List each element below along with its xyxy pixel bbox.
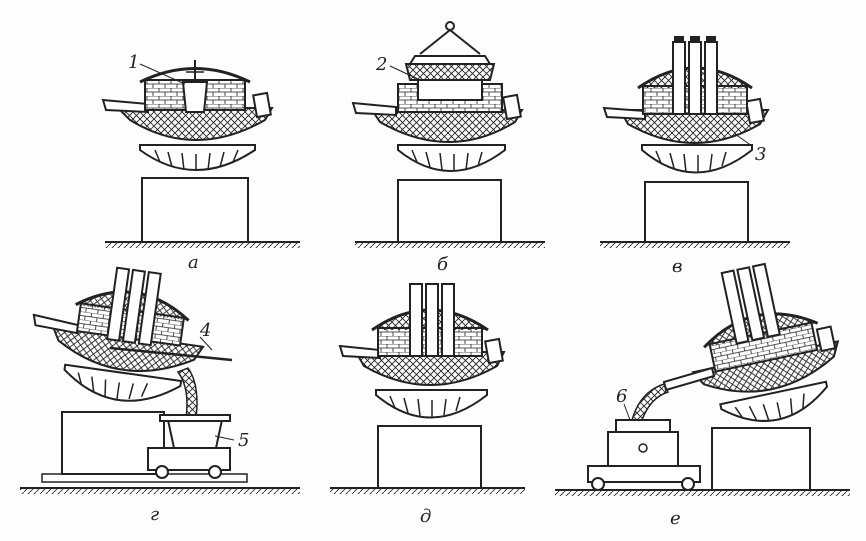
label-letter-a: а	[188, 252, 199, 273]
label-number-5: 5	[238, 430, 249, 451]
panel-b: 2 б	[351, 21, 545, 275]
label-number-1: 1	[128, 52, 139, 73]
panel-d: д	[330, 283, 525, 527]
label-number-6: 6	[616, 386, 627, 407]
panel-e: 6 е	[555, 262, 850, 529]
label-number-4: 4	[199, 320, 211, 341]
panel-a: 1 а	[101, 52, 300, 273]
panel-g: 4 5 г	[20, 266, 300, 525]
panel-v: 3 в	[600, 36, 790, 277]
label-letter-d: д	[420, 506, 431, 527]
label-letter-e: е	[670, 508, 681, 529]
label-letter-g: г	[150, 504, 159, 525]
label-letter-b: б	[437, 254, 449, 275]
label-letter-v: в	[672, 256, 682, 277]
label-number-2: 2	[375, 54, 387, 75]
label-number-3: 3	[755, 144, 766, 165]
